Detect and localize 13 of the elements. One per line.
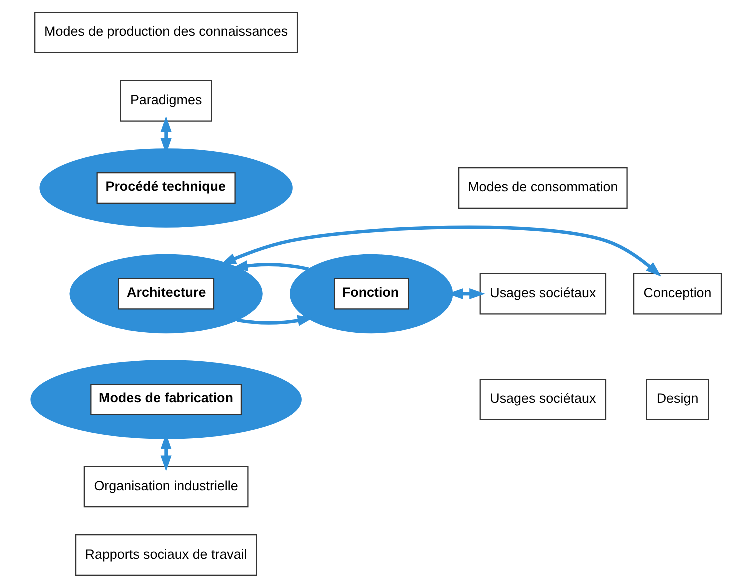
node-box: Rapports sociaux de travail bbox=[75, 534, 258, 576]
node-ellipse: Modes de fabrication bbox=[30, 360, 302, 440]
node-box: Modes de production des connaissances bbox=[34, 12, 298, 54]
node-box: Paradigmes bbox=[120, 80, 212, 122]
node-box: Usages sociétaux bbox=[480, 379, 607, 420]
node-box: Conception bbox=[633, 273, 722, 315]
node-box: Design bbox=[646, 379, 710, 420]
node-ellipse: Procédé technique bbox=[40, 148, 293, 228]
node-box: Usages sociétaux bbox=[480, 273, 607, 315]
node-box: Modes de consommation bbox=[458, 168, 628, 209]
arrow bbox=[220, 226, 662, 277]
node-box: Organisation industrielle bbox=[84, 466, 249, 508]
node-ellipse: Fonction bbox=[290, 254, 454, 334]
